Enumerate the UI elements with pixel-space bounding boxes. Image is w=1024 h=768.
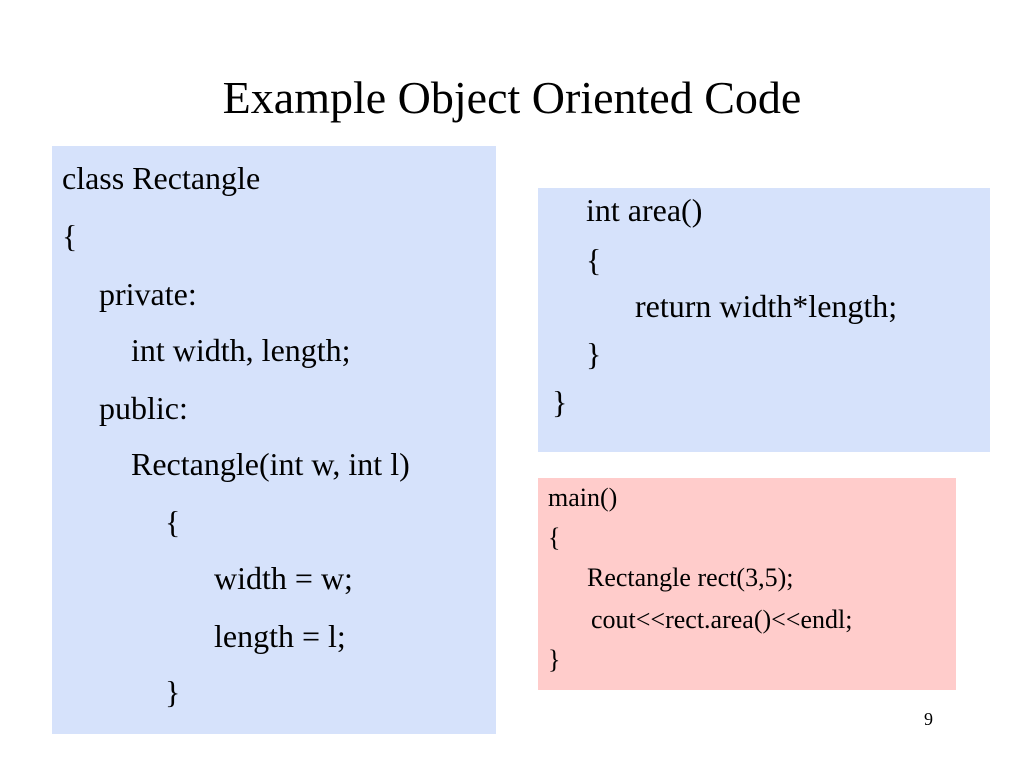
code-line: } bbox=[548, 645, 561, 674]
slide-title: Example Object Oriented Code bbox=[222, 72, 802, 123]
code-line: Rectangle rect(3,5); bbox=[587, 563, 794, 592]
code-line: { bbox=[548, 523, 561, 552]
code-line: cout<<rect.area()<<endl; bbox=[591, 605, 853, 634]
area-method-box: int area() { return width*length; } } bbox=[538, 188, 990, 452]
code-line: width = w; bbox=[214, 560, 353, 596]
code-line: Rectangle(int w, int l) bbox=[131, 446, 410, 482]
code-line: main() bbox=[548, 483, 618, 512]
code-line: { bbox=[586, 242, 602, 278]
code-line: } bbox=[552, 384, 568, 420]
code-line: { bbox=[62, 218, 78, 254]
class-definition-box: class Rectangle { private: int width, le… bbox=[52, 146, 496, 734]
code-line: public: bbox=[99, 390, 188, 426]
code-line: length = l; bbox=[214, 618, 346, 654]
code-line: private: bbox=[99, 276, 197, 312]
page-number: 9 bbox=[924, 709, 933, 729]
code-line: { bbox=[165, 504, 181, 540]
code-line: } bbox=[165, 674, 181, 710]
code-line: return width*length; bbox=[635, 288, 898, 324]
main-function-box: main() { Rectangle rect(3,5); cout<<rect… bbox=[538, 478, 956, 690]
code-line: class Rectangle bbox=[62, 160, 261, 196]
code-line: } bbox=[586, 336, 602, 372]
code-line: int width, length; bbox=[131, 332, 351, 368]
code-line: int area() bbox=[586, 192, 703, 228]
